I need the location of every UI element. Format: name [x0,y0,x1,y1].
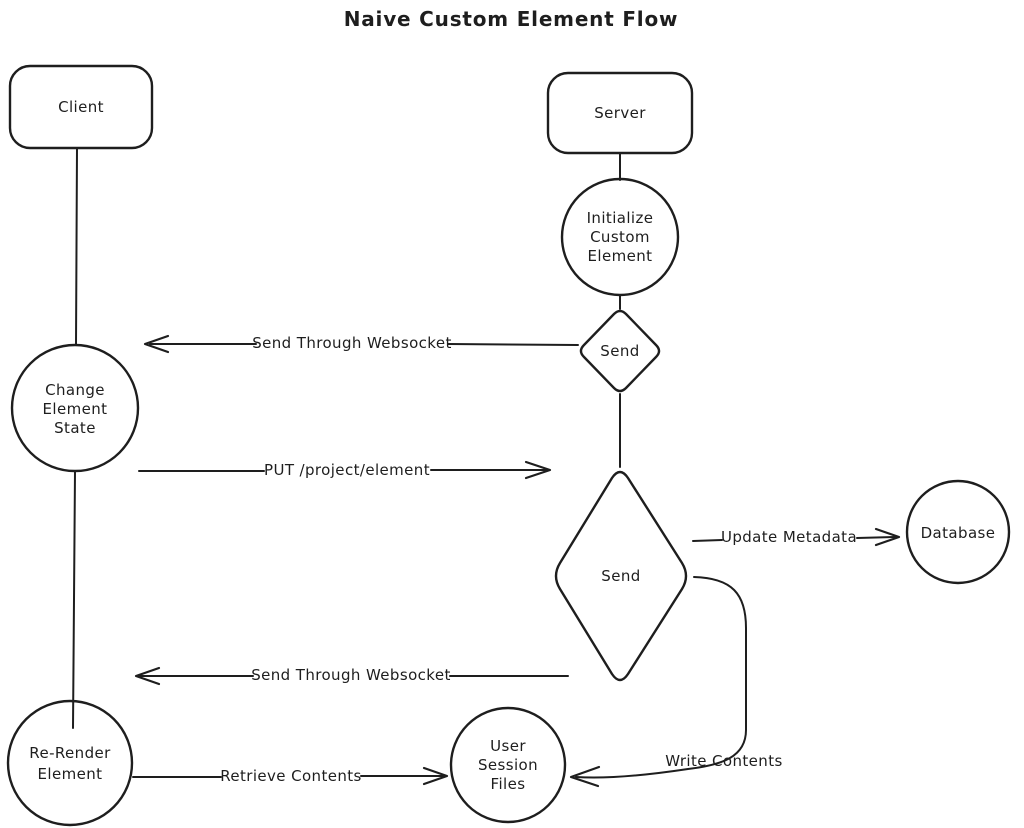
node-initialize-line3: Element [588,247,653,265]
node-send-decision: Send [554,470,688,682]
edge-retrieve-contents-label: Retrieve Contents [220,767,362,785]
edge-put-project-element: PUT /project/element [138,460,552,480]
node-change-state-line3: State [54,419,96,437]
node-send-websocket-decision: Send [579,309,661,393]
edge-write-contents-label: Write Contents [665,752,782,770]
edge-retrieve-contents: Retrieve Contents [132,766,449,786]
edge-write-contents: Write Contents [569,576,782,788]
node-send-small-label: Send [600,342,639,360]
edge-websocket-bottom: Send Through Websocket [134,666,569,686]
node-server-label: Server [594,104,646,122]
edge-put-project-element-label: PUT /project/element [264,461,430,479]
node-initialize-line1: Initialize [587,209,654,227]
edge-update-metadata-label: Update Metadata [721,528,857,546]
node-change-state-line1: Change [45,381,105,399]
node-re-render-line1: Re-Render [29,744,111,762]
edge-websocket-bottom-label: Send Through Websocket [251,666,451,684]
connector-change-state-to-re-render [72,470,76,729]
diagram-title: Naive Custom Element Flow [344,7,679,31]
node-change-element-state: Change Element State [10,343,140,473]
node-initialize-custom-element: Initialize Custom Element [560,177,680,297]
edge-websocket-top: Send Through Websocket [143,334,579,354]
edge-update-metadata: Update Metadata [692,527,901,547]
node-user-session-line1: User [490,737,526,755]
node-database: Database [905,479,1011,585]
edge-websocket-top-label: Send Through Websocket [252,334,452,352]
node-initialize-line2: Custom [590,228,650,246]
node-server: Server [546,71,694,155]
node-user-session-line2: Session [478,756,538,774]
node-change-state-line2: Element [43,400,108,418]
node-database-label: Database [921,524,996,542]
node-re-render-line2: Element [38,765,103,783]
node-re-render-element: Re-Render Element [6,699,134,827]
node-client-label: Client [58,98,104,116]
node-client: Client [8,64,154,150]
node-send-big-label: Send [601,567,640,585]
node-user-session-line3: Files [491,775,526,793]
node-user-session-files: User Session Files [449,706,567,824]
connector-client-to-change-state [75,147,78,346]
